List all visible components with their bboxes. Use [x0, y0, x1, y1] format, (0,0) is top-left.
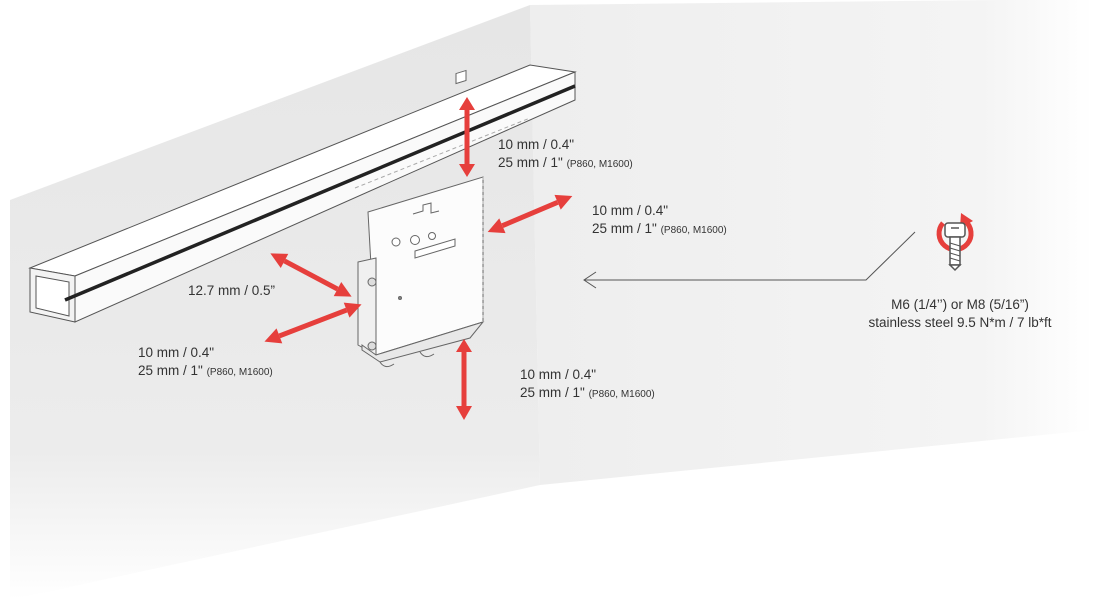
label-fastener-line1: M6 (1/4’’) or M8 (5/16”): [891, 297, 1029, 312]
label-clearance-bottom-note: (P860, M1600): [588, 389, 655, 400]
label-clearance-top-line1: 10 mm / 0.4": [498, 137, 575, 152]
fastener-leader-line: [583, 231, 916, 289]
label-clearance-bottom-line2: 25 mm / 1": [520, 385, 585, 400]
clearance-arrow-right: [487, 194, 573, 234]
label-clearance-left-line1: 10 mm / 0.4": [138, 345, 215, 360]
label-clearance-left: 10 mm / 0.4" 25 mm / 1" (P860, M1600): [138, 344, 273, 382]
label-clearance-left-note: (P860, M1600): [206, 367, 273, 378]
label-clearance-right: 10 mm / 0.4" 25 mm / 1" (P860, M1600): [592, 202, 727, 240]
label-clearance-bottom: 10 mm / 0.4" 25 mm / 1" (P860, M1600): [520, 366, 655, 404]
clearance-arrow-side: [270, 253, 352, 297]
clearance-arrow-top: [459, 97, 475, 177]
clearance-arrow-left: [264, 302, 362, 344]
label-clearance-top-note: (P860, M1600): [566, 159, 633, 170]
label-clearance-right-note: (P860, M1600): [660, 225, 727, 236]
label-clearance-right-line2: 25 mm / 1": [592, 221, 657, 236]
label-fastener-line2: stainless steel 9.5 N*m / 7 lb*ft: [868, 315, 1052, 330]
label-clearance-left-line2: 25 mm / 1": [138, 363, 203, 378]
label-clearance-top-line2: 25 mm / 1": [498, 155, 563, 170]
label-clearance-side-line1: 12.7 mm / 0.5”: [188, 283, 276, 298]
label-clearance-side: 12.7 mm / 0.5”: [188, 282, 275, 300]
label-fastener-spec: M6 (1/4’’) or M8 (5/16”) stainless steel…: [830, 296, 1090, 332]
microinverter-unit: [357, 69, 485, 368]
label-clearance-bottom-line1: 10 mm / 0.4": [520, 367, 597, 382]
clearance-arrow-bottom: [456, 339, 472, 420]
bolt-torque-icon: [936, 213, 974, 272]
mounting-rail: [28, 64, 577, 323]
label-clearance-top: 10 mm / 0.4" 25 mm / 1" (P860, M1600): [498, 136, 633, 174]
clearance-arrows: [264, 97, 573, 420]
label-clearance-right-line1: 10 mm / 0.4": [592, 203, 669, 218]
wall-right: [530, 0, 1093, 485]
